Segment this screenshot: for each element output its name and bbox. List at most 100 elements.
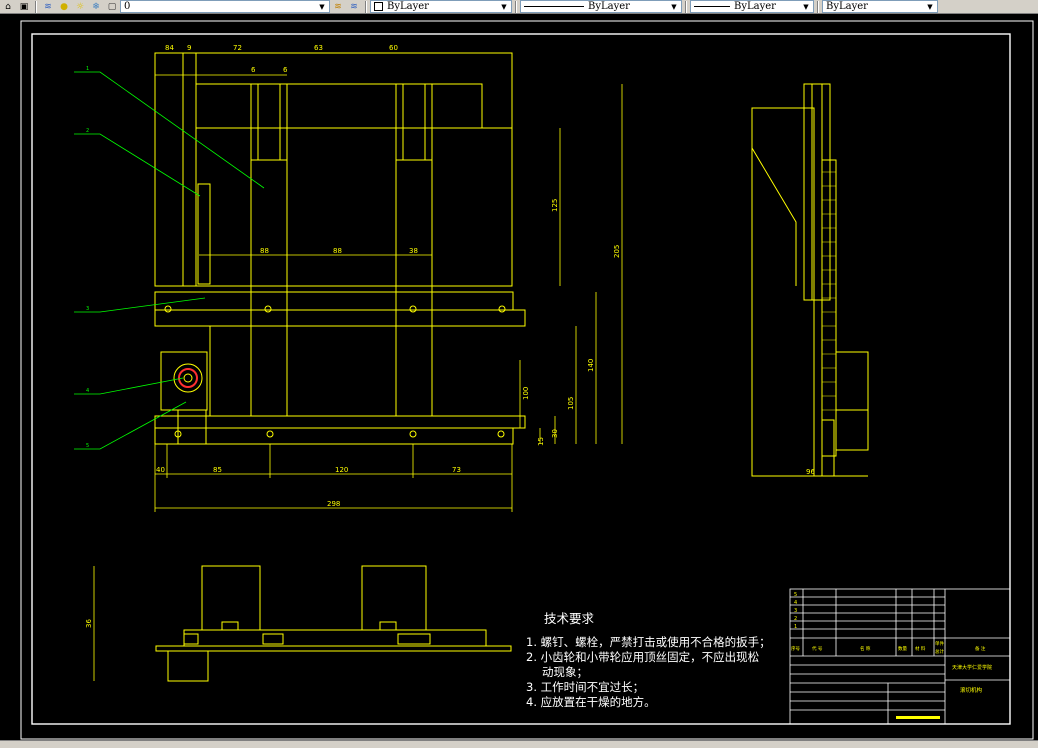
leader-number: 2	[86, 128, 89, 134]
sun-icon[interactable]: ☼	[75, 1, 85, 12]
header-cell: 备 注	[975, 645, 986, 652]
drawing-canvas[interactable]: 84 9 72 63 60 6 6 88 88 38 40 85 120 73 …	[0, 15, 1038, 748]
chevron-down-icon[interactable]: ▼	[671, 2, 677, 11]
status-bar	[0, 740, 1038, 748]
linetype-preview-icon	[524, 6, 584, 7]
dim-label: 36	[85, 619, 93, 628]
dim-label: 105	[567, 397, 575, 410]
plotstyle-dropdown[interactable]: ByLayer ▼	[822, 0, 938, 13]
row-number: 5	[794, 592, 797, 598]
layer-previous-icon[interactable]: ≋	[350, 1, 358, 12]
dim-label: 6	[283, 66, 288, 74]
dim-label: 298	[327, 500, 340, 508]
toolbar-grip-icon[interactable]: ⌂	[5, 1, 11, 12]
linetype-dropdown[interactable]: ByLayer ▼	[520, 0, 682, 13]
linetype-value: ByLayer	[588, 1, 630, 12]
tech-requirement-item: 1. 螺钉、螺栓，严禁打击或使用不合格的扳手；	[526, 635, 771, 649]
tech-requirement-item: 动现象；	[542, 665, 588, 679]
dim-label: 63	[314, 44, 323, 52]
lightbulb-icon[interactable]: ●	[60, 1, 68, 12]
title-block-header: 序号 代 号 名 称 数量 材 料 单件 总计 备 注	[791, 640, 986, 655]
chevron-down-icon[interactable]: ▼	[803, 2, 809, 11]
side-view	[751, 83, 869, 477]
toolbar-separator	[817, 0, 819, 13]
dimension-labels: 84 9 72 63 60 6 6 88 88 38 40 85 120 73 …	[156, 44, 621, 508]
dim-label: 6	[251, 66, 256, 74]
dim-label: 88	[333, 247, 342, 255]
tech-requirement-item: 3. 工作时间不宜过长；	[526, 680, 645, 694]
toolbar-separator	[365, 0, 367, 13]
color-swatch-icon	[374, 2, 383, 11]
color-value: ByLayer	[387, 1, 429, 12]
technical-requirements: 技术要求 1. 螺钉、螺栓，严禁打击或使用不合格的扳手； 2. 小齿轮和小带轮应…	[526, 611, 771, 710]
dim-label: 15	[537, 437, 545, 446]
dim-label: 85	[213, 466, 222, 474]
dim-label: 88	[260, 247, 269, 255]
toolbar-separator	[515, 0, 517, 13]
dim-label: 60	[389, 44, 398, 52]
layer-dropdown[interactable]: 0 ▼	[120, 0, 330, 13]
title-block	[789, 588, 1011, 725]
front-dimensions	[154, 52, 623, 512]
dim-label: 120	[335, 466, 348, 474]
title-block-bar	[896, 716, 940, 719]
inner-frame	[31, 33, 1011, 725]
tech-requirement-item: 4. 应放置在干燥的地方。	[526, 695, 656, 709]
front-view	[154, 52, 526, 445]
leader-number: 5	[86, 443, 89, 449]
outer-frame	[20, 20, 1034, 740]
dim-label: 38	[409, 247, 418, 255]
color-dropdown[interactable]: ByLayer ▼	[370, 0, 512, 13]
tech-requirements-title: 技术要求	[544, 611, 595, 626]
layer-manager-icon[interactable]: ≋	[44, 1, 52, 12]
dim-label: 72	[233, 44, 242, 52]
chevron-down-icon[interactable]: ▼	[319, 2, 325, 11]
dim-label: 205	[613, 245, 621, 258]
dim-label: 125	[551, 199, 559, 212]
dim-label: 84	[165, 44, 174, 52]
toolbar-separator	[35, 0, 37, 13]
cad-drawing: 84 9 72 63 60 6 6 88 88 38 40 85 120 73 …	[20, 20, 1034, 740]
row-number: 3	[794, 608, 797, 614]
leader-number: 3	[86, 306, 89, 312]
school-name: 天津大学仁爱学院	[952, 664, 992, 671]
lineweight-dropdown[interactable]: ByLayer ▼	[690, 0, 814, 13]
title-block-row-numbers: 5 4 3 2 1	[794, 592, 797, 630]
row-number: 1	[794, 624, 797, 630]
lineweight-preview-icon	[694, 6, 730, 7]
row-number: 2	[794, 616, 797, 622]
row-number: 4	[794, 600, 797, 606]
tech-requirement-item: 2. 小齿轮和小带轮应用顶丝固定，不应出现松	[526, 650, 760, 664]
layer-toolbar-icon[interactable]: ▣	[19, 1, 29, 12]
lineweight-value: ByLayer	[734, 1, 776, 12]
dim-label: 40	[156, 466, 165, 474]
header-cell: 序号	[791, 645, 800, 652]
toolbar-separator	[685, 0, 687, 13]
make-current-icon[interactable]: ≋	[334, 1, 342, 12]
header-cell: 数量	[898, 645, 907, 652]
header-cell: 总计	[935, 648, 944, 655]
dim-label: 73	[452, 466, 461, 474]
dim-label: 100	[522, 387, 530, 400]
dim-label: 9	[187, 44, 191, 52]
leader-number: 1	[86, 66, 89, 72]
header-cell: 代 号	[812, 645, 823, 652]
dim-label: 30	[551, 429, 559, 438]
side-view-rack-teeth	[822, 171, 836, 411]
leader-number: 4	[86, 388, 89, 394]
plotstyle-value: ByLayer	[826, 1, 868, 12]
header-cell: 单件	[935, 640, 944, 647]
bottom-view	[93, 565, 512, 682]
header-cell: 名 称	[860, 645, 871, 652]
chevron-down-icon[interactable]: ▼	[927, 2, 933, 11]
color-square-icon[interactable]: ▢	[107, 1, 117, 12]
dim-label: 140	[587, 359, 595, 372]
leader-lines	[74, 71, 265, 450]
freeze-icon[interactable]: ❄	[92, 1, 100, 12]
header-cell: 材 料	[915, 645, 926, 652]
pinion-gear	[173, 363, 203, 393]
drawing-name: 滚切机构	[960, 686, 983, 694]
layer-value: 0	[124, 1, 131, 12]
leader-numbers: 1 2 3 4 5	[86, 66, 89, 449]
chevron-down-icon[interactable]: ▼	[501, 2, 507, 11]
